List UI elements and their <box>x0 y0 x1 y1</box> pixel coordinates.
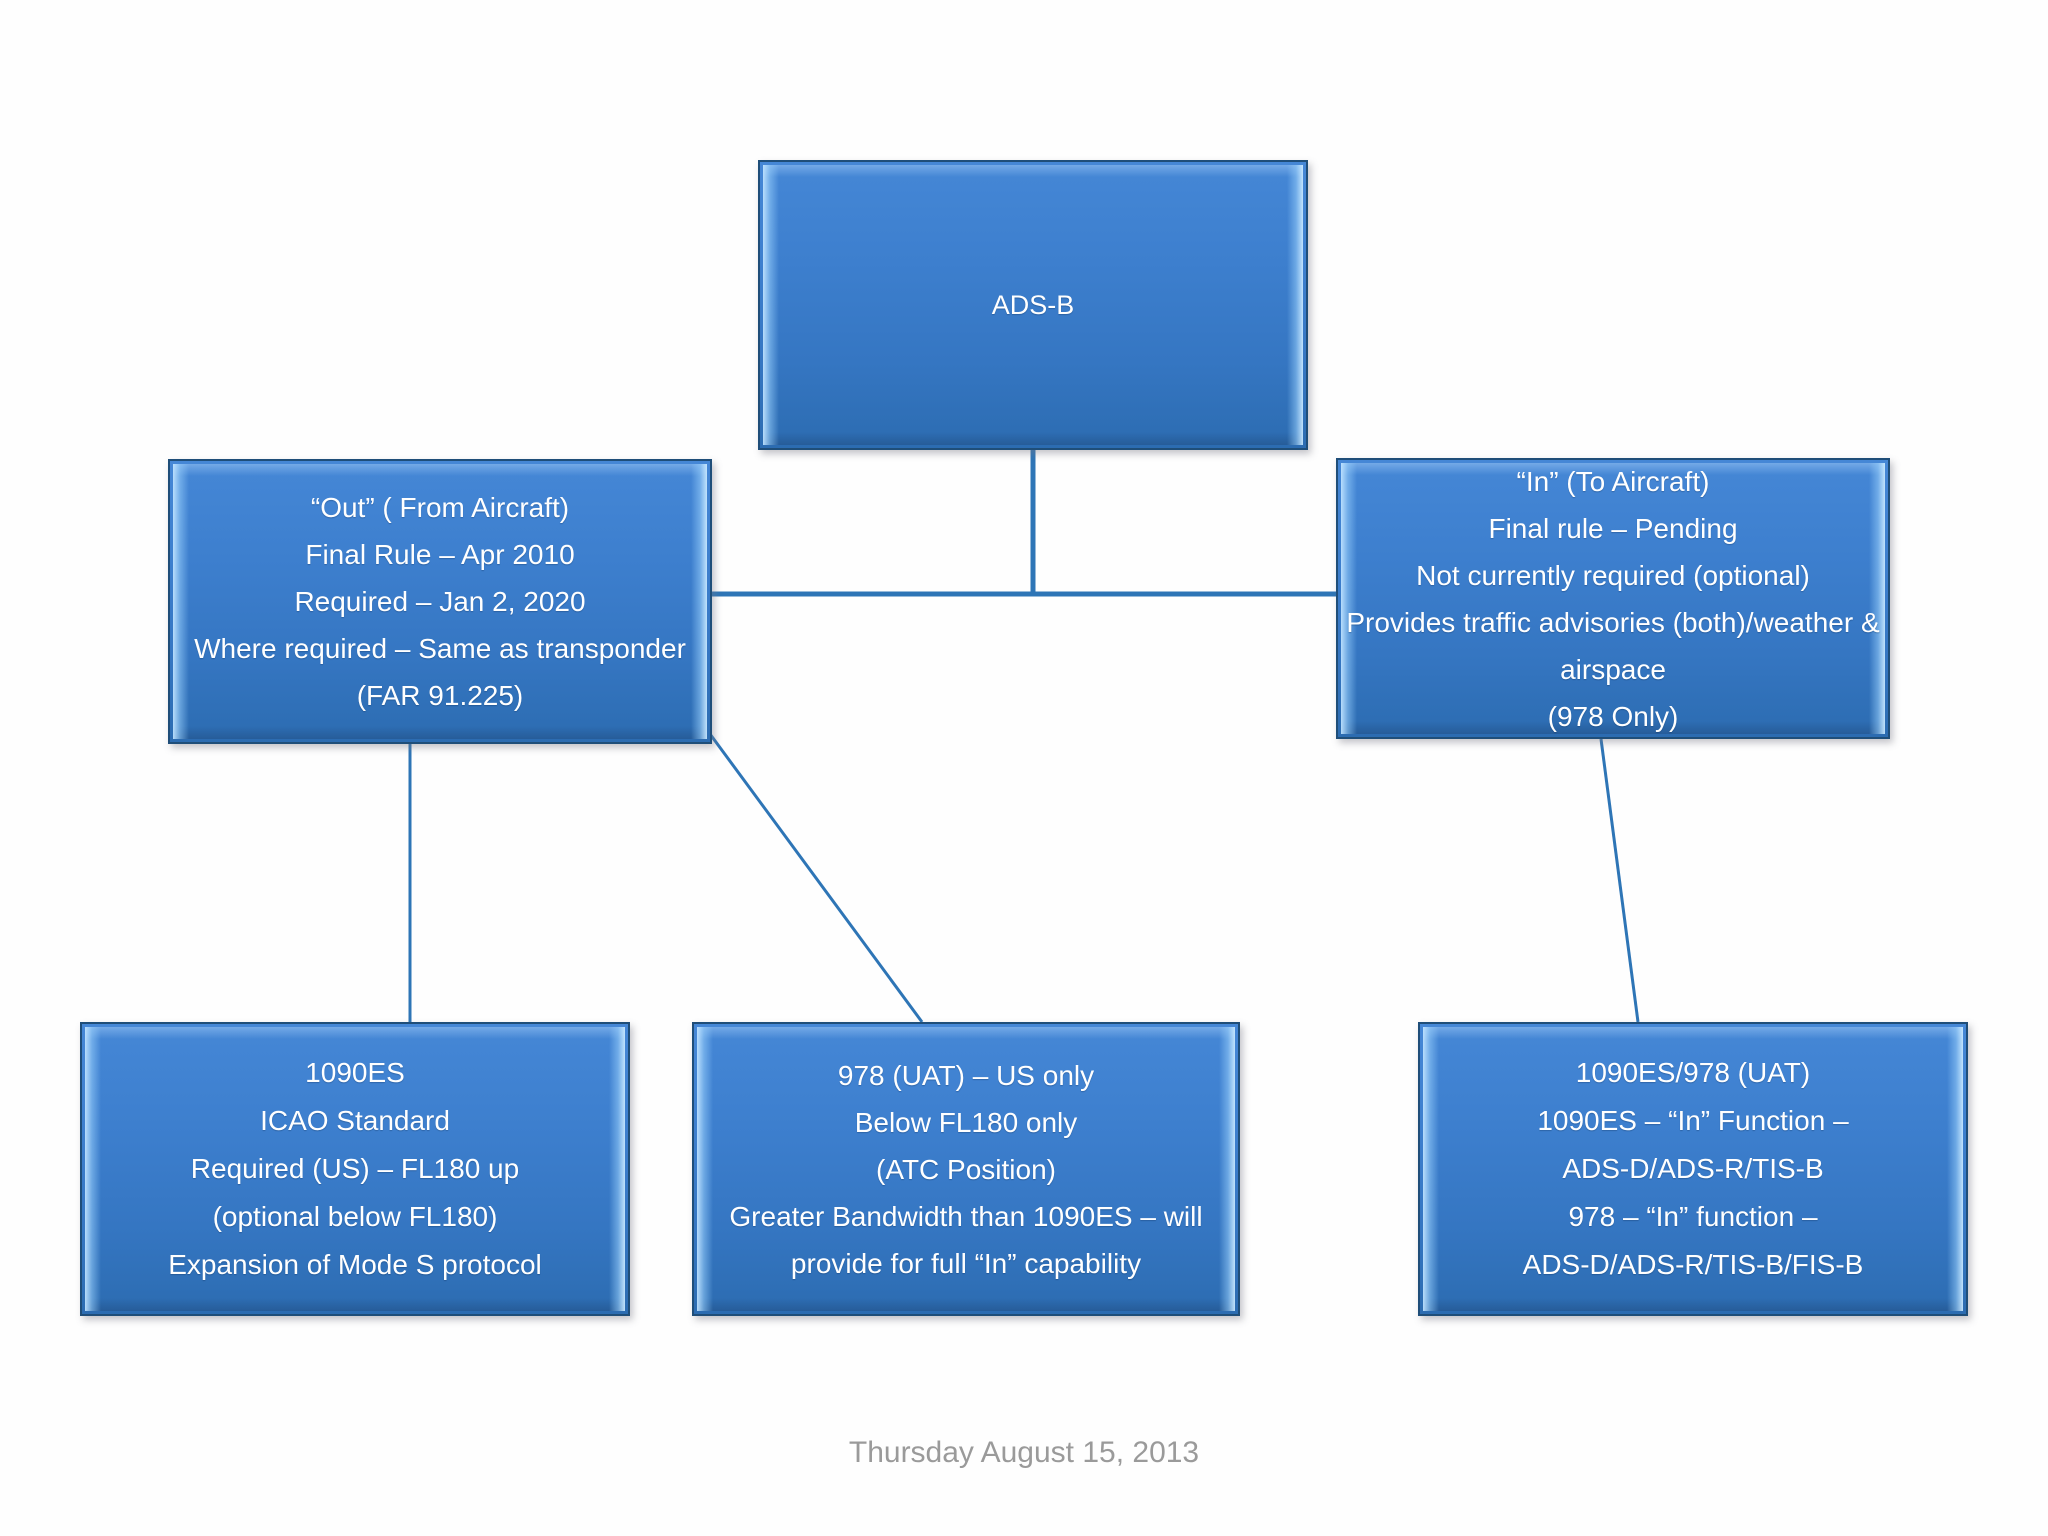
node-adsb[interactable]: ADS-B <box>758 160 1308 450</box>
node-adsb-line-1: ADS-B <box>991 290 1075 320</box>
node-1090es-line-3: Required (US) – FL180 up <box>190 1153 520 1184</box>
node-1090es-line-1: 1090ES <box>305 1057 405 1088</box>
node-out-line-4: Where required – Same as transponder (FA… <box>194 633 686 711</box>
node-out-line-2: Final Rule – Apr 2010 <box>305 539 575 570</box>
node-1090es-978-line-2: 1090ES – “In” Function – <box>1537 1105 1849 1136</box>
slide-footer-date: Thursday August 15, 2013 <box>848 1436 1200 1469</box>
node-1090es-978-line-4: 978 – “In” function – <box>1568 1201 1818 1232</box>
node-1090es-978-text: 1090ES/978 (UAT) 1090ES – “In” Function … <box>1420 1049 1966 1289</box>
node-in[interactable]: “In” (To Aircraft) Final rule – Pending … <box>1336 458 1890 739</box>
node-in-line-5: (978 Only) <box>1547 700 1679 732</box>
node-out-line-3: Required – Jan 2, 2020 <box>294 586 586 617</box>
node-adsb-text: ADS-B <box>760 285 1306 325</box>
node-in-line-3: Not currently required (optional) <box>1416 559 1810 591</box>
node-out[interactable]: “Out” ( From Aircraft) Final Rule – Apr … <box>168 459 712 744</box>
node-1090es-line-2: ICAO Standard <box>260 1105 450 1136</box>
node-1090es[interactable]: 1090ES ICAO Standard Required (US) – FL1… <box>80 1022 630 1316</box>
node-1090es-978-line-3: ADS-D/ADS-R/TIS-B <box>1562 1153 1824 1184</box>
connector-out-to-978 <box>708 733 924 1023</box>
node-1090es-text: 1090ES ICAO Standard Required (US) – FL1… <box>82 1049 628 1289</box>
node-978-uat-line-1: 978 (UAT) – US only <box>837 1059 1095 1091</box>
node-978-uat[interactable]: 978 (UAT) – US only Below FL180 only (AT… <box>692 1022 1240 1316</box>
node-in-line-4: Provides traffic advisories (both)/weath… <box>1346 606 1880 685</box>
node-1090es-line-4: (optional below FL180) <box>212 1201 498 1232</box>
node-978-uat-line-4: Greater Bandwidth than 1090ES – will pro… <box>729 1200 1203 1279</box>
node-out-line-1: “Out” ( From Aircraft) <box>310 492 570 523</box>
node-978-uat-line-3: (ATC Position) <box>876 1153 1056 1185</box>
node-in-line-1: “In” (To Aircraft) <box>1516 465 1710 497</box>
node-1090es-978-line-1: 1090ES/978 (UAT) <box>1575 1057 1811 1088</box>
node-1090es-978[interactable]: 1090ES/978 (UAT) 1090ES – “In” Function … <box>1418 1022 1968 1316</box>
node-in-line-2: Final rule – Pending <box>1488 512 1738 544</box>
node-1090es-978-line-5: ADS-D/ADS-R/TIS-B/FIS-B <box>1522 1249 1864 1280</box>
connector-in-to-both <box>1599 738 1640 1023</box>
node-978-uat-text: 978 (UAT) – US only Below FL180 only (AT… <box>694 1052 1238 1287</box>
node-in-text: “In” (To Aircraft) Final rule – Pending … <box>1338 458 1888 740</box>
node-1090es-line-5: Expansion of Mode S protocol <box>168 1249 542 1280</box>
node-out-text: “Out” ( From Aircraft) Final Rule – Apr … <box>170 484 710 719</box>
node-978-uat-line-2: Below FL180 only <box>854 1106 1078 1138</box>
